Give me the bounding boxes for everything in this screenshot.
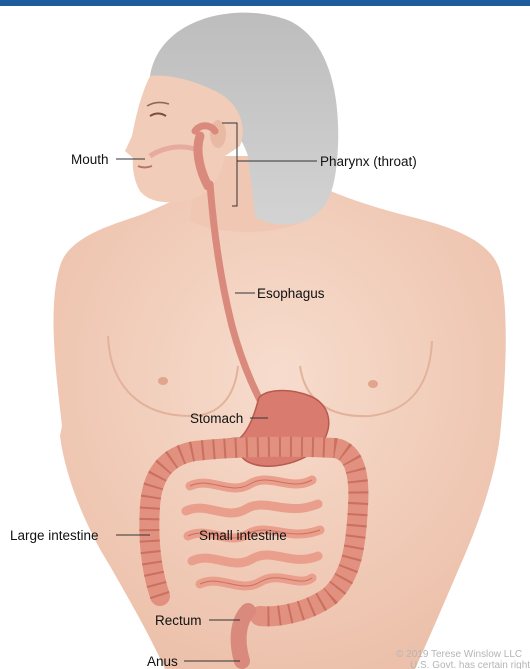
rectum-label: Rectum (155, 613, 202, 628)
mouth-label: Mouth (71, 152, 109, 167)
pharynx-label: Pharynx (throat) (320, 154, 417, 169)
stomach-label: Stomach (190, 411, 243, 426)
copyright-line-2: U.S. Govt. has certain rights (410, 660, 530, 669)
digestive-system-illustration: Mouth Pharynx (throat) Esophagus Stomach… (0, 6, 530, 669)
esophagus-label: Esophagus (257, 286, 325, 301)
left-nipple (158, 377, 168, 385)
rectum-organ (239, 611, 248, 661)
anus-label: Anus (147, 654, 178, 669)
copyright-line-1: © 2019 Terese Winslow LLC (396, 649, 522, 660)
right-nipple (368, 380, 378, 388)
small-intestine-label: Small intestine (199, 528, 287, 543)
large-intestine-label: Large intestine (10, 528, 99, 543)
